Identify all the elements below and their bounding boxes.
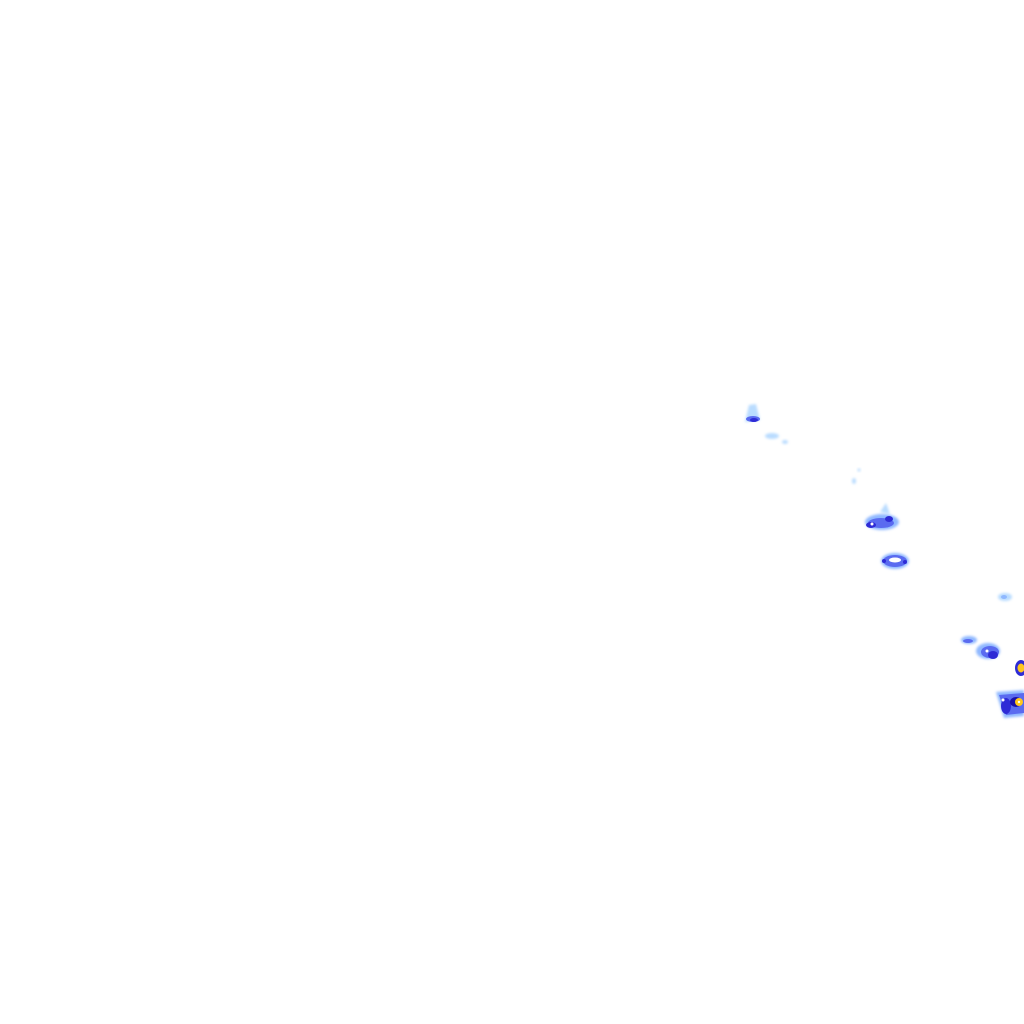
rain-cell [1015, 698, 1023, 706]
rain-cell [998, 593, 1012, 601]
rain-cell [852, 468, 861, 484]
rain-cell [1015, 660, 1024, 676]
rain-cell [961, 636, 977, 644]
rain-cell [745, 404, 760, 422]
rain-cell [865, 503, 899, 530]
rain-cell [976, 643, 1000, 659]
rain-cell [765, 433, 788, 444]
rain-cell [881, 553, 909, 569]
